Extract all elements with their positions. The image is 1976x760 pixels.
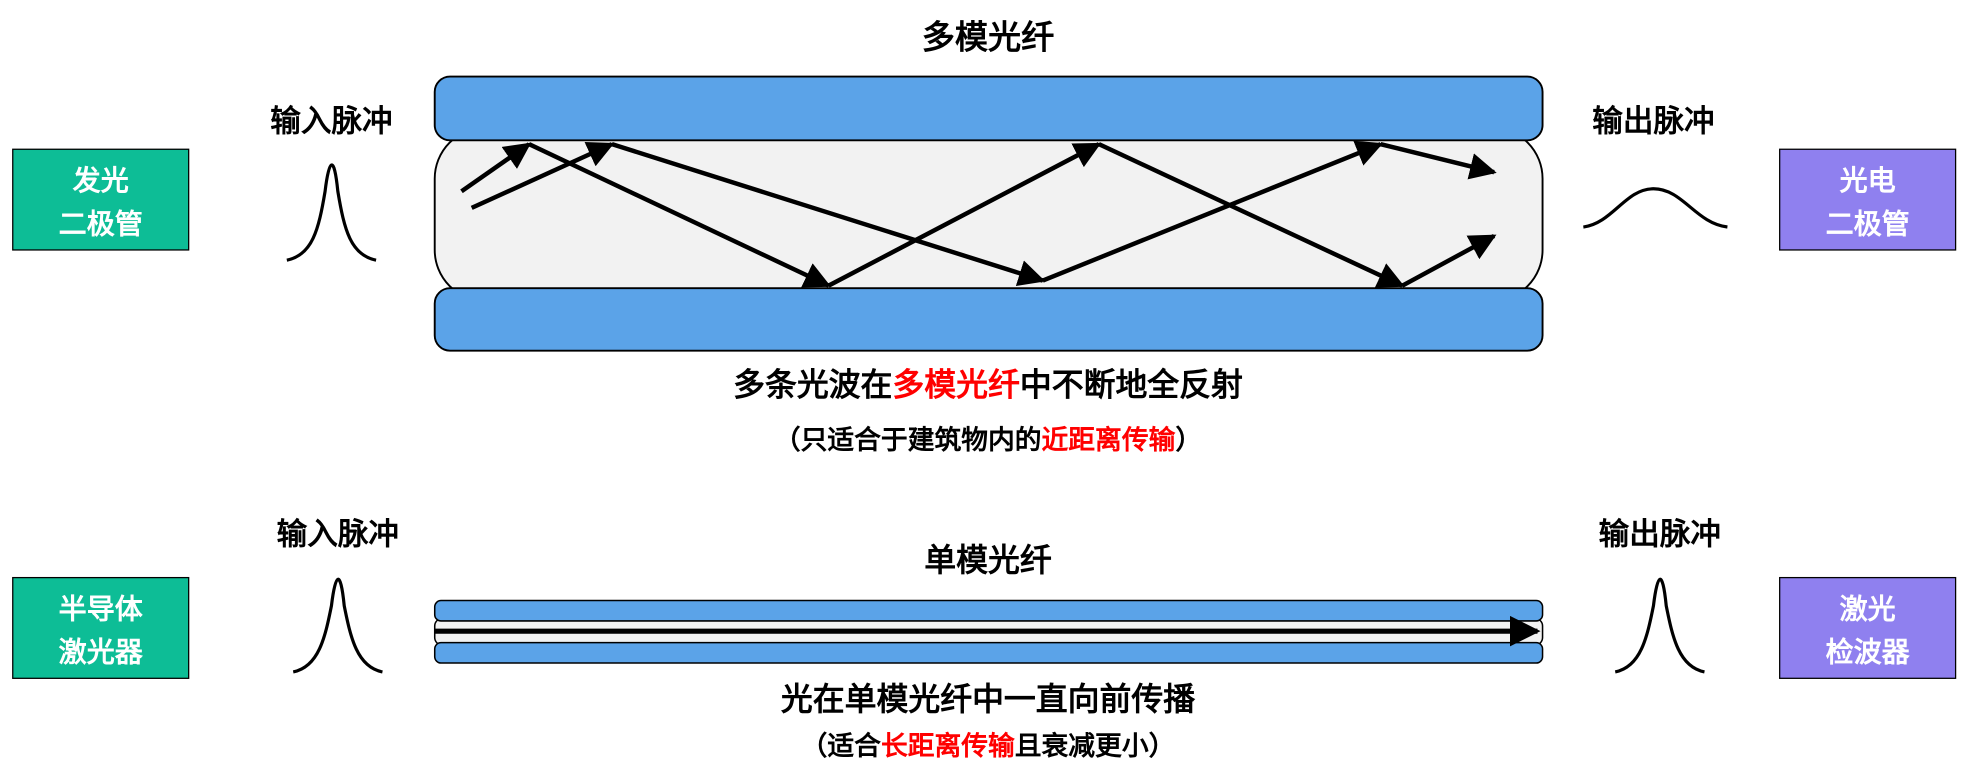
singlemode-subcaption: （适合长距离传输且衰减更小） <box>801 730 1176 760</box>
laser-detector-box: 激光 检波器 <box>1779 576 1957 679</box>
svg-text:光电: 光电 <box>1839 164 1896 197</box>
svg-text:半导体: 半导体 <box>59 592 144 625</box>
svg-text:激光器: 激光器 <box>59 636 144 669</box>
multimode-subcaption: （只适合于建筑物内的近距离传输） <box>774 424 1202 456</box>
led-source-box: 发光 二极管 <box>12 148 190 251</box>
ray-segment <box>470 141 615 210</box>
light-rays <box>460 140 1497 288</box>
ray-segment <box>1380 141 1497 180</box>
photodiode-detector-box: 光电 二极管 <box>1779 148 1957 251</box>
svg-text:二极管: 二极管 <box>59 207 143 240</box>
multimode-input-label: 输入脉冲 <box>270 104 392 139</box>
svg-text:激光: 激光 <box>1840 592 1896 625</box>
ray-segment <box>611 142 1046 287</box>
singlemode-input-label: 输入脉冲 <box>277 517 399 552</box>
singlemode-output-label: 输出脉冲 <box>1599 517 1721 552</box>
output-pulse-broad-icon <box>1583 187 1728 229</box>
singlemode-cladding-bottom <box>433 641 1544 664</box>
ray-segment <box>1097 142 1405 288</box>
singlemode-title: 单模光纤 <box>924 541 1052 579</box>
singlemode-caption: 光在单模光纤中一直向前传播 <box>781 680 1196 718</box>
multimode-output-label: 输出脉冲 <box>1592 104 1714 139</box>
multimode-cladding-top <box>433 75 1544 142</box>
multimode-title: 多模光纤 <box>922 18 1055 57</box>
ray-segment <box>460 142 532 194</box>
ray-segment <box>528 142 832 288</box>
svg-text:检波器: 检波器 <box>1826 636 1911 669</box>
laser-source-box: 半导体 激光器 <box>12 576 190 679</box>
input-pulse-icon <box>292 577 383 674</box>
singlemode-cladding-top <box>433 599 1544 622</box>
multimode-caption: 多条光波在多模光纤中不断地全反射 <box>733 365 1243 403</box>
svg-text:二极管: 二极管 <box>1826 207 1910 240</box>
multimode-cladding-bottom <box>433 287 1544 352</box>
ray-segment <box>1401 233 1497 288</box>
ray-segment <box>1041 140 1384 283</box>
svg-text:发光: 发光 <box>72 164 129 197</box>
input-pulse-icon <box>286 163 377 262</box>
ray-segment <box>827 142 1102 288</box>
output-pulse-icon <box>1614 577 1705 674</box>
